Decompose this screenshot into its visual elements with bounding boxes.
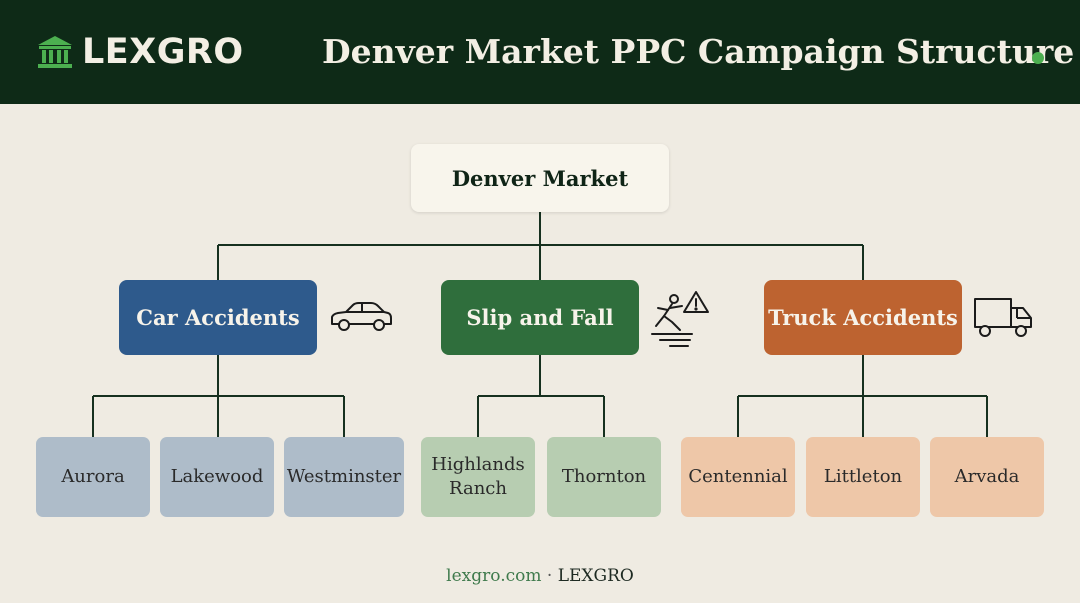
- leaf-arvada[interactable]: Arvada: [930, 437, 1044, 517]
- header-bar: LEXGRO Denver Market PPC Campaign Struct…: [0, 0, 1080, 104]
- footer-separator: ·: [546, 566, 553, 586]
- leaf-aurora[interactable]: Aurora: [36, 437, 150, 517]
- courthouse-icon: [38, 36, 72, 68]
- logo[interactable]: LEXGRO: [36, 30, 244, 74]
- leaf-thornton[interactable]: Thornton: [547, 437, 661, 517]
- leaf-highlands-ranch[interactable]: Highlands Ranch: [421, 437, 535, 517]
- footer: lexgro.com · LEXGRO: [0, 564, 1080, 588]
- category-slip-and-fall[interactable]: Slip and Fall: [441, 280, 639, 355]
- logo-text: LEXGRO: [82, 32, 244, 72]
- category-truck-accidents[interactable]: Truck Accidents: [764, 280, 962, 355]
- leaf-westminster[interactable]: Westminster: [284, 437, 404, 517]
- footer-brand: LEXGRO: [557, 566, 634, 586]
- root-node-denver-market[interactable]: Denver Market: [411, 144, 669, 212]
- footer-site-link[interactable]: lexgro.com: [446, 566, 542, 586]
- car-icon: [331, 302, 392, 331]
- slip-fall-warning-icon: [651, 291, 709, 347]
- page-title: Denver Market PPC Campaign Structure: [322, 32, 1075, 71]
- category-car-accidents[interactable]: Car Accidents: [119, 280, 317, 355]
- leaf-lakewood[interactable]: Lakewood: [160, 437, 274, 517]
- accent-dot: [1032, 52, 1044, 64]
- truck-icon: [974, 298, 1032, 337]
- leaf-littleton[interactable]: Littleton: [806, 437, 920, 517]
- leaf-centennial[interactable]: Centennial: [681, 437, 795, 517]
